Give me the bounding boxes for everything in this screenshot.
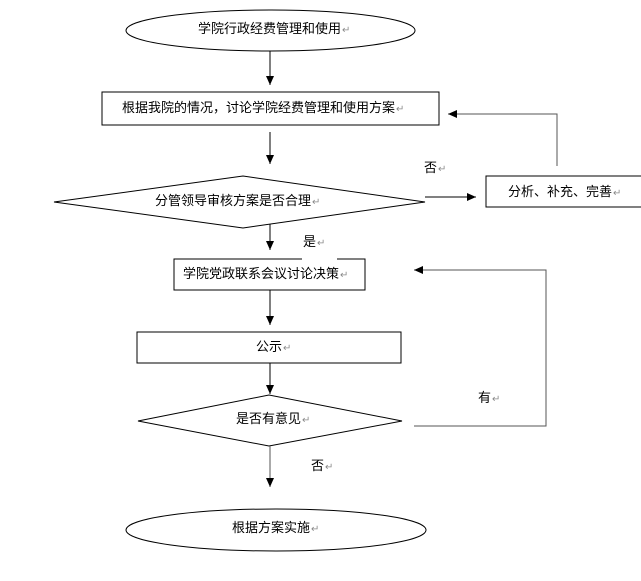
publicize-label: 公示↵	[256, 340, 292, 355]
draft-process-box	[101, 91, 440, 126]
edge-revise-to-draft	[448, 110, 558, 166]
paragraph-mark-icon: ↵	[492, 394, 501, 405]
paragraph-mark-icon: ↵	[302, 415, 311, 426]
paragraph-mark-icon: ↵	[342, 25, 351, 36]
edge-label-objection-no: 否↵	[311, 459, 334, 474]
objection-label: 是否有意见↵	[236, 412, 311, 427]
paragraph-mark-icon: ↵	[317, 238, 326, 249]
label-gap	[302, 257, 337, 261]
edge-label-review-no: 否↵	[424, 161, 447, 176]
edge-label-objection-yes: 有↵	[478, 391, 501, 406]
objection-decision-diamond	[137, 394, 403, 447]
review-decision-diamond	[53, 175, 426, 229]
paragraph-mark-icon: ↵	[396, 104, 405, 115]
review-label: 分管领导审核方案是否合理↵	[155, 194, 321, 209]
start-label: 学院行政经费管理和使用↵	[198, 22, 351, 37]
paragraph-mark-icon: ↵	[283, 343, 292, 354]
edge-objection-to-meeting	[414, 266, 547, 427]
revise-label: 分析、补充、完善↵	[508, 185, 622, 200]
paragraph-mark-icon: ↵	[325, 462, 334, 473]
draft-label: 根据我院的情况，讨论学院经费管理和使用方案↵	[122, 101, 405, 116]
paragraph-mark-icon: ↵	[312, 197, 321, 208]
edge-label-review-yes: 是↵	[303, 235, 326, 250]
end-terminator	[125, 508, 427, 552]
revise-process-box	[485, 175, 641, 208]
meeting-label: 学院党政联系会议讨论决策↵	[183, 267, 349, 282]
paragraph-mark-icon: ↵	[311, 524, 320, 535]
paragraph-mark-icon: ↵	[438, 164, 447, 175]
paragraph-mark-icon: ↵	[340, 270, 349, 281]
end-label: 根据方案实施↵	[232, 521, 320, 536]
publicize-process-box	[136, 331, 402, 364]
paragraph-mark-icon: ↵	[613, 188, 622, 199]
